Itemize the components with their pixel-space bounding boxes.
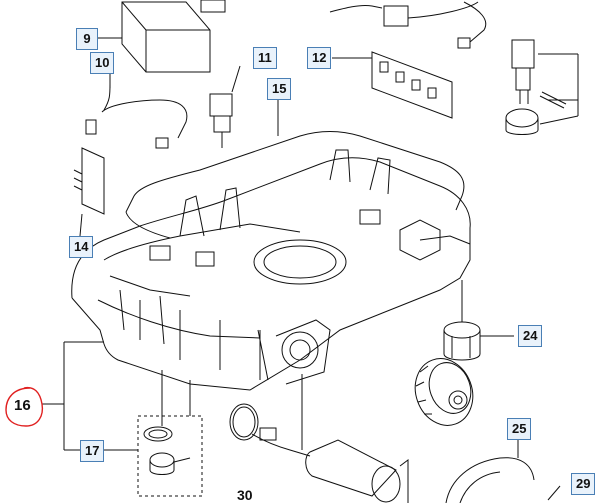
leader-lines (42, 37, 561, 501)
front-wheel-part (445, 440, 535, 503)
callout-17: 17 (80, 440, 105, 462)
terminal-connector-part (209, 65, 241, 148)
callout-10: 10 (90, 52, 115, 74)
callout-25: 25 (507, 418, 532, 440)
callout-11: 11 (253, 47, 277, 69)
connector-plug-part (505, 39, 579, 135)
callout-24: 24 (518, 325, 543, 347)
cable-part (85, 83, 188, 149)
chassis-body-part (71, 149, 471, 391)
callout-12: 12 (307, 47, 332, 69)
callout-30: 30 (237, 487, 253, 503)
small-board-part (73, 147, 105, 215)
motor-part (251, 374, 409, 503)
coupling-part (443, 280, 514, 361)
callout-29: 29 (571, 473, 596, 495)
foam-block-part (121, 0, 226, 73)
callout-15: 15 (267, 78, 292, 100)
wheel-part (414, 358, 474, 426)
callout-16: 16 (14, 397, 31, 414)
callout-14: 14 (69, 236, 94, 258)
height-adjust-knob-part (143, 426, 191, 475)
o-ring-part (229, 403, 259, 441)
sub-assembly-box (137, 415, 203, 497)
circuit-board-part (371, 51, 453, 119)
highlight-circle (5, 386, 44, 427)
cable-harness-top (329, 1, 487, 49)
gasket-seal-part (125, 131, 465, 239)
callout-9: 9 (76, 28, 98, 50)
